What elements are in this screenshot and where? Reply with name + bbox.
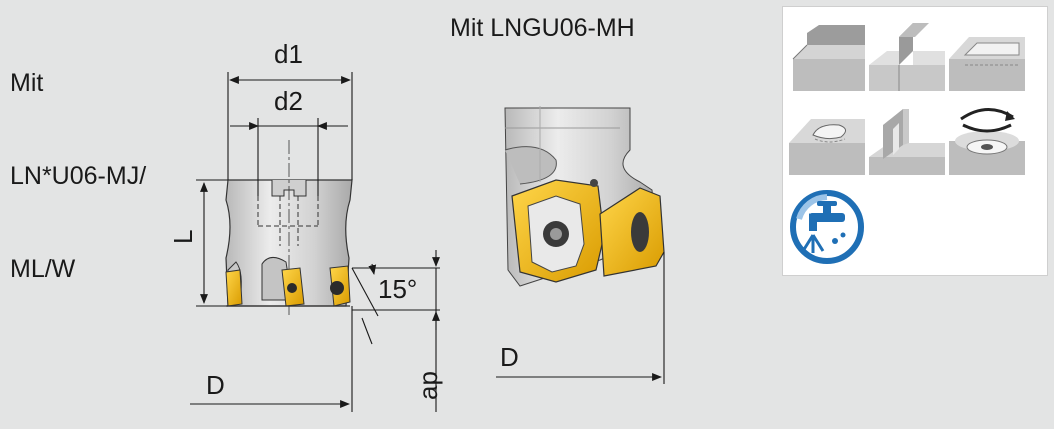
dim-label-D-right: D [500,342,519,372]
left-title-line-2: LN*U06-MJ/ [10,162,147,190]
dim-label-L: L [168,230,198,244]
right-dimensions [496,252,665,384]
dim-label-d2: d2 [274,86,303,116]
left-dimensions [190,72,440,412]
dim-label-d1: d1 [274,39,303,69]
left-variant-title: Mit LN*U06-MJ/ ML/W [10,6,146,316]
operations-icon-panel [782,6,1048,276]
face-milling-icon [789,15,865,91]
left-title-line-3: ML/W [10,255,76,283]
circular-interpolation-icon [949,99,1025,175]
pocket-milling-icon [949,15,1025,91]
dim-label-ap: ap [413,371,443,400]
internal-coolant-icon [790,190,864,264]
left-title-line-1: Mit [10,69,44,97]
plunge-pocket-icon [789,99,865,175]
right-variant-title: Mit LNGU06-MH [450,14,635,42]
right-milling-cutter [504,106,665,287]
dim-label-D-left: D [206,370,225,400]
slot-milling-icon [869,15,945,91]
shoulder-milling-icon [869,99,945,175]
dim-label-angle: 15° [378,274,417,304]
left-milling-cutter [225,140,353,318]
